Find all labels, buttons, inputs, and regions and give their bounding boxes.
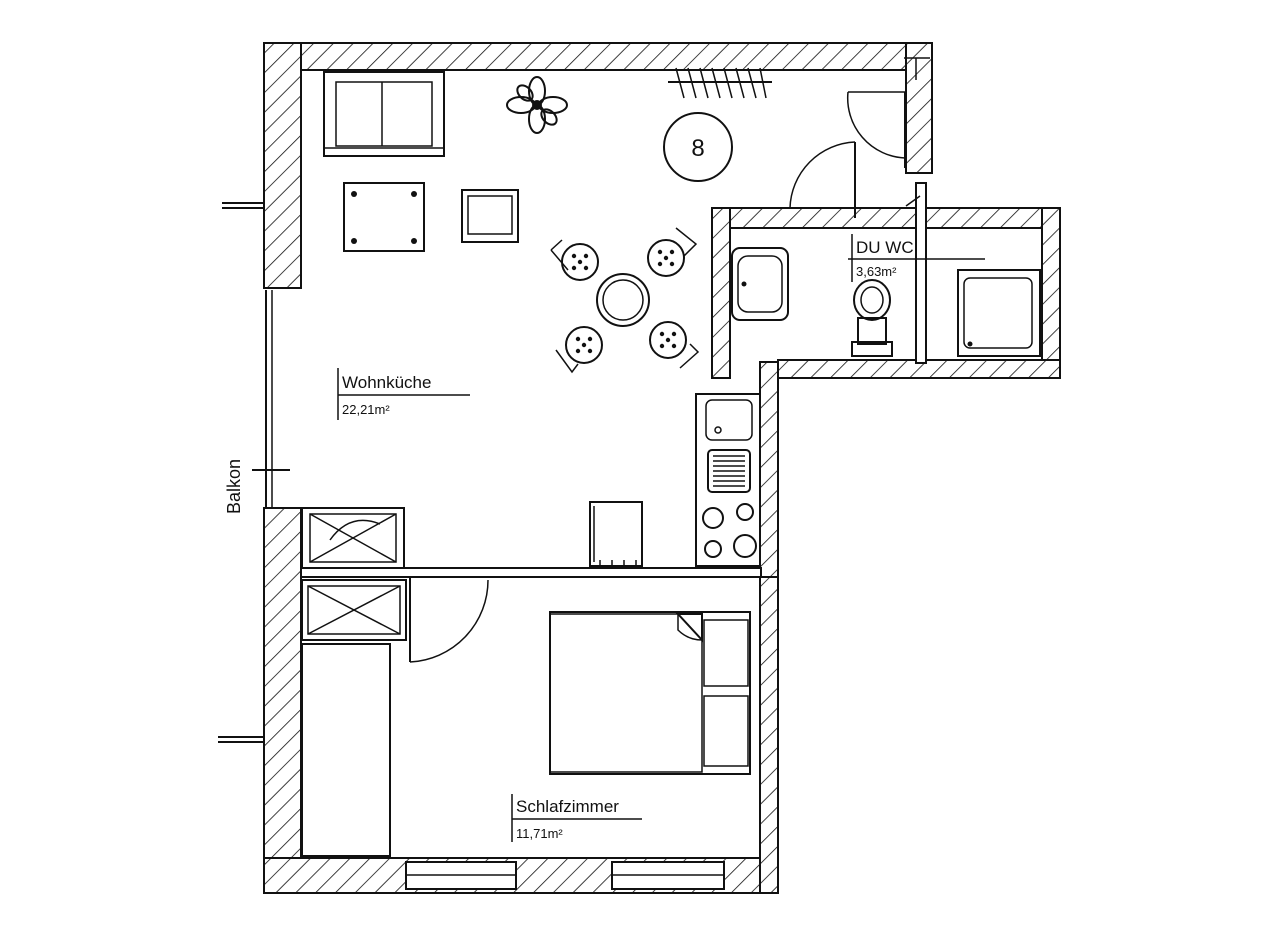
unit-number: 8 (691, 135, 704, 162)
sofa-icon (323, 71, 445, 157)
room-name-wohnkueche: Wohnküche (342, 373, 431, 392)
toilet-icon (851, 279, 893, 357)
sink-icon (705, 399, 753, 441)
chair-icon (649, 321, 700, 369)
bedroom-furniture (301, 579, 751, 857)
kitchen-counter (695, 393, 761, 567)
room-area-du-wc: 3,63m² (856, 264, 897, 279)
room-name-schlafzimmer: Schlafzimmer (516, 797, 619, 816)
doors (409, 57, 930, 663)
double-bed-icon (549, 611, 751, 775)
bathroom-fixtures (731, 195, 1041, 357)
wall-bath-top (711, 207, 1061, 229)
room-labels: Wohnküche 22,21m² DU WC 3,63m² Schlafzim… (224, 234, 985, 842)
armchair-icon (461, 189, 519, 243)
single-bed-icon (301, 643, 391, 857)
wall-top (263, 42, 917, 71)
fridge-icon (589, 501, 643, 567)
wardrobe-icon (301, 579, 407, 641)
drainer-icon (707, 449, 751, 493)
wall-bedroom-right (759, 574, 779, 894)
wall-left-upper (263, 42, 302, 289)
stove-icon (702, 503, 757, 558)
unit-number-circle (663, 112, 733, 182)
wall-bath-left (711, 207, 731, 379)
room-area-schlafzimmer: 11,71m² (516, 826, 563, 841)
closet-icon (301, 507, 405, 569)
label-du-wc: DU WC 3,63m² (848, 234, 985, 282)
wall-left-lower (263, 507, 302, 894)
windows (218, 202, 725, 890)
washbasin-icon (731, 247, 789, 321)
living-furniture: 8 (301, 67, 772, 569)
wall-interior (300, 567, 762, 578)
dining-table-icon (596, 273, 650, 327)
wall-hall-partition (915, 182, 927, 364)
walls (263, 42, 1061, 894)
room-area-wohnkueche: 22,21m² (342, 402, 390, 417)
label-schlafzimmer: Schlafzimmer 11,71m² (511, 794, 642, 842)
balcony-label: Balkon (224, 459, 244, 514)
room-name-du-wc: DU WC (856, 238, 914, 257)
chair-icon (647, 227, 698, 277)
plant-icon (506, 76, 568, 134)
coat-rack-icon (668, 67, 772, 99)
chair-icon (555, 326, 603, 374)
wall-bath-right (1041, 207, 1061, 379)
wall-entry-right (905, 42, 933, 174)
coffee-table-icon (343, 182, 425, 252)
chair-icon (550, 239, 599, 281)
label-wohnkueche: Wohnküche 22,21m² (337, 368, 470, 420)
balcony-door (252, 290, 290, 508)
shower-tray-icon (957, 269, 1041, 357)
wall-kitchen-right (759, 361, 779, 578)
